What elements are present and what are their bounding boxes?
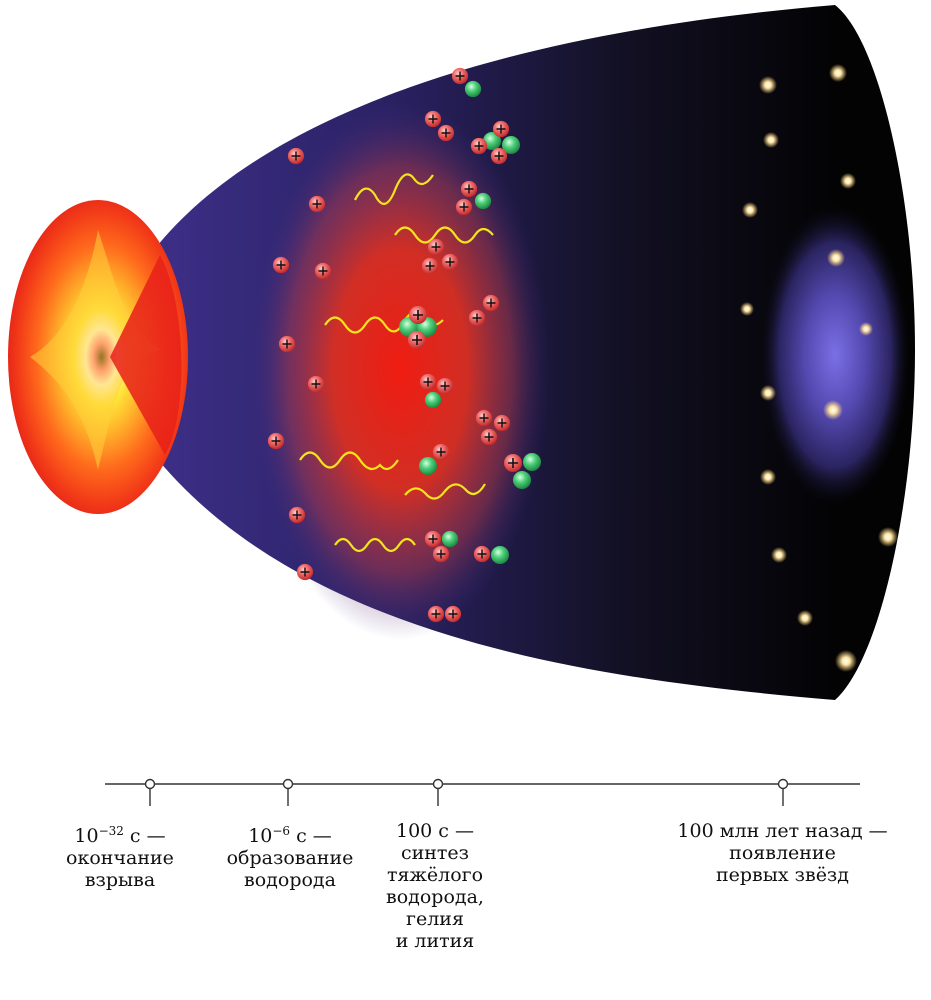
neutron-icon xyxy=(523,453,541,471)
galaxy-glow xyxy=(760,205,910,505)
proton-icon xyxy=(460,180,478,198)
proton-icon xyxy=(419,373,437,391)
proton-icon xyxy=(278,335,296,353)
star-icon xyxy=(763,132,779,148)
star-icon xyxy=(835,650,857,672)
star-icon xyxy=(759,76,777,94)
star-icon xyxy=(760,469,776,485)
proton-icon xyxy=(437,124,455,142)
proton-icon xyxy=(441,253,459,271)
proton-icon xyxy=(424,110,442,128)
timeline-marker xyxy=(432,778,444,790)
timeline-desc-line: синтез xyxy=(400,842,470,864)
timeline-desc-line: взрыва xyxy=(84,869,156,891)
photon-icon xyxy=(404,483,486,500)
photon-icon xyxy=(354,173,434,205)
proton-icon xyxy=(473,545,491,563)
proton-icon xyxy=(432,545,450,563)
star-icon xyxy=(878,527,898,547)
star-icon xyxy=(840,173,856,189)
neutron-icon xyxy=(441,530,459,548)
neutron-icon xyxy=(491,546,509,564)
proton-icon xyxy=(436,377,454,395)
proton-icon xyxy=(468,309,486,327)
proton-icon xyxy=(288,506,306,524)
neutron-icon xyxy=(513,471,531,489)
star-icon xyxy=(823,400,843,420)
proton-icon xyxy=(287,147,305,165)
timeline-axis xyxy=(105,778,860,806)
timeline-desc-line: водорода xyxy=(244,869,336,891)
proton-icon xyxy=(451,67,469,85)
explosion-flame-rays xyxy=(30,230,160,470)
timeline-desc-line: и лития xyxy=(395,930,475,952)
proton-icon xyxy=(296,563,314,581)
timeline-time: 10−32 с — xyxy=(74,824,166,847)
proton-icon xyxy=(503,453,523,473)
proton-icon xyxy=(432,443,450,461)
timeline-marker xyxy=(282,778,294,790)
proton-icon xyxy=(421,257,439,275)
proton-icon xyxy=(482,294,500,312)
proton-icon xyxy=(272,256,290,274)
star-icon xyxy=(771,547,787,563)
proton-icon xyxy=(470,137,488,155)
photon-icon xyxy=(334,537,416,553)
star-icon xyxy=(797,610,813,626)
proton-icon xyxy=(427,238,445,256)
star-icon xyxy=(742,202,758,218)
star-icon xyxy=(827,249,845,267)
star-icon xyxy=(859,322,873,336)
timeline-desc-line: появление xyxy=(729,842,836,864)
proton-icon xyxy=(444,605,462,623)
explosion-wedge xyxy=(110,255,182,455)
star-group xyxy=(740,64,898,672)
timeline-label-nucleosynthesis: 100 с — синтез тяжёлого водорода, гелия … xyxy=(340,820,530,952)
proton-icon xyxy=(455,198,473,216)
proton-icon xyxy=(427,605,445,623)
timeline-desc-line: гелия xyxy=(406,908,464,930)
star-icon xyxy=(740,302,754,316)
proton-icon xyxy=(493,414,511,432)
timeline-marker xyxy=(777,778,789,790)
proton-icon xyxy=(480,428,498,446)
proton-icon xyxy=(408,305,428,325)
star-icon xyxy=(760,385,776,401)
timeline-time: 100 млн лет назад — xyxy=(677,820,888,842)
proton-icon xyxy=(407,330,427,350)
proton-icon xyxy=(307,375,325,393)
proton-icon xyxy=(490,147,508,165)
neutron-icon xyxy=(474,192,492,210)
timeline-label-first-stars: 100 млн лет назад — появление первых звё… xyxy=(640,820,925,886)
neutron-icon xyxy=(419,457,437,475)
timeline-desc-line: окончание xyxy=(66,847,174,869)
proton-icon xyxy=(492,120,510,138)
photon-icon xyxy=(299,451,399,471)
timeline-time: 10−6 с — xyxy=(248,824,332,847)
timeline-desc-line: образование xyxy=(226,847,354,869)
timeline-desc-line: первых звёзд xyxy=(715,864,849,886)
photon-icon xyxy=(394,226,494,244)
proton-icon xyxy=(308,195,326,213)
timeline-label-end-of-explosion: 10−32 с — окончание взрыва xyxy=(30,820,210,891)
timeline-desc-line: тяжёлого xyxy=(386,864,484,886)
proton-icon xyxy=(267,432,285,450)
proton-icon xyxy=(475,409,493,427)
neutron-icon xyxy=(464,80,482,98)
proton-icon xyxy=(314,262,332,280)
neutron-icon xyxy=(424,391,442,409)
star-icon xyxy=(829,64,847,82)
timeline-time: 100 с — xyxy=(396,820,474,842)
timeline-desc-line: водорода, xyxy=(386,886,484,908)
timeline-label-hydrogen-formation: 10−6 с — образование водорода xyxy=(200,820,380,891)
timeline-marker xyxy=(144,778,156,790)
proton-icon xyxy=(424,530,442,548)
